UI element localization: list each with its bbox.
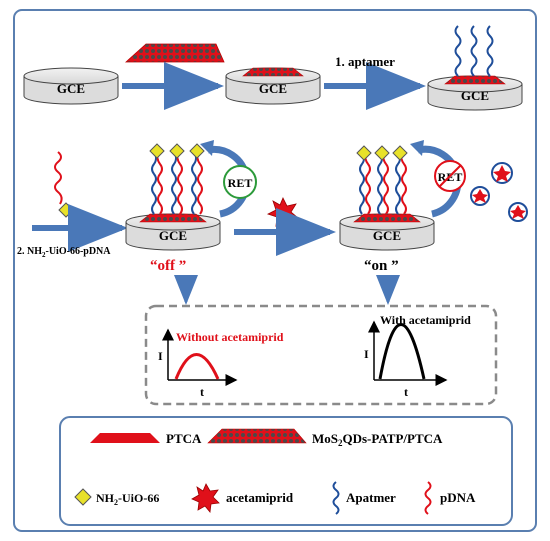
aptamer-step-label: 1. aptamer xyxy=(335,54,395,69)
x-axis-label: t xyxy=(200,385,204,399)
gce-electrode-off: GCE RET xyxy=(125,140,257,251)
legend-mos2: MoS2QDs-PATP/PTCA xyxy=(207,428,443,448)
gce-label: GCE xyxy=(57,81,85,96)
svg-text:MoS2QDs-PATP/PTCA: MoS2QDs-PATP/PTCA xyxy=(312,431,443,448)
svg-text:pDNA: pDNA xyxy=(440,490,476,505)
gce-electrode-3: GCE xyxy=(427,25,523,111)
svg-text:NH2-UiO-66: NH2-UiO-66 xyxy=(96,491,159,507)
legend-pdna: pDNA xyxy=(424,481,476,515)
legend-acetamiprid: acetamiprid xyxy=(191,483,294,513)
svg-text:acetamiprid: acetamiprid xyxy=(226,490,294,505)
legend-apatmer: Apatmer xyxy=(332,481,396,515)
gce-label: GCE xyxy=(159,228,187,243)
on-state-label: “on ” xyxy=(364,258,399,274)
gce-label: GCE xyxy=(461,88,489,103)
aptamer-acetamiprid-complex xyxy=(470,162,528,222)
signal-comparison-box xyxy=(144,304,498,406)
legend-nh2: NH2-UiO-66 xyxy=(74,488,159,507)
x-axis-label: t xyxy=(404,385,408,399)
without-label: Without acetamiprid xyxy=(176,330,284,344)
gce-label: GCE xyxy=(373,228,401,243)
gce-label: GCE xyxy=(259,81,287,96)
svg-text:PTCA: PTCA xyxy=(166,431,202,446)
pdna-step-label: 2. NH2-UiO-66-pDNA xyxy=(17,246,111,259)
ret-label: RET xyxy=(228,176,253,190)
legend-ptca: PTCA xyxy=(90,431,202,446)
off-state-label: “off ” xyxy=(150,258,186,274)
gce-electrode-on: GCE RET xyxy=(339,140,466,251)
gce-electrode-2: GCE xyxy=(225,67,321,105)
plot-with: With acetamiprid I t xyxy=(364,313,471,399)
with-label: With acetamiprid xyxy=(380,313,471,327)
y-axis-label: I xyxy=(158,349,163,363)
plot-without: Without acetamiprid I t xyxy=(158,328,284,399)
legend-box xyxy=(59,416,513,526)
gce-electrode-1: GCE xyxy=(23,67,119,105)
outer-frame xyxy=(13,9,537,532)
y-axis-label: I xyxy=(364,347,369,361)
svg-text:Apatmer: Apatmer xyxy=(346,490,396,505)
